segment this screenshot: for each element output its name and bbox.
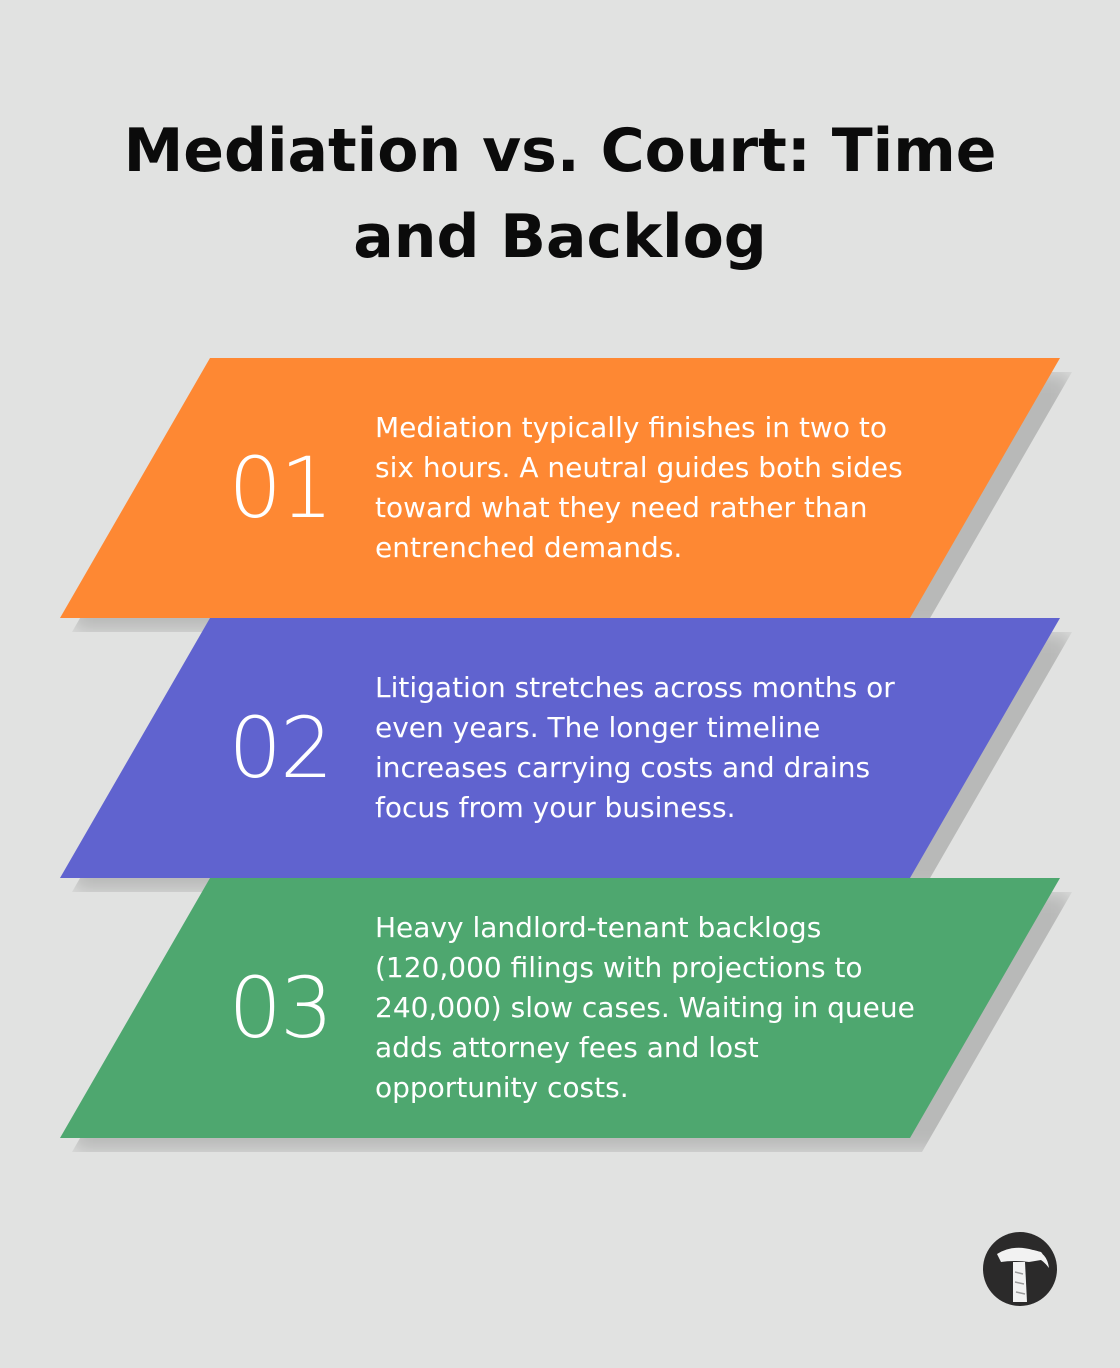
hammer-icon: [997, 1247, 1049, 1302]
step-card-2: 02 Litigation stretches across months or…: [0, 618, 1120, 878]
card-background: [60, 618, 1060, 878]
step-card-1: 01 Mediation typically finishes in two t…: [0, 358, 1120, 618]
step-number: 02: [228, 699, 334, 797]
card-background: [60, 358, 1060, 618]
step-text: Heavy landlord-tenant backlogs (120,000 …: [375, 911, 915, 1104]
step-text: Litigation stretches across months or ev…: [375, 671, 895, 824]
brand-logo: [983, 1232, 1057, 1306]
step-number: 03: [228, 959, 334, 1057]
page-title: Mediation vs. Court: Time and Backlog: [123, 116, 997, 272]
card-background: [60, 878, 1060, 1138]
step-number: 01: [228, 439, 334, 537]
step-card-3: 03 Heavy landlord-tenant backlogs (120,0…: [0, 878, 1120, 1138]
step-text: Mediation typically finishes in two to s…: [375, 411, 903, 564]
